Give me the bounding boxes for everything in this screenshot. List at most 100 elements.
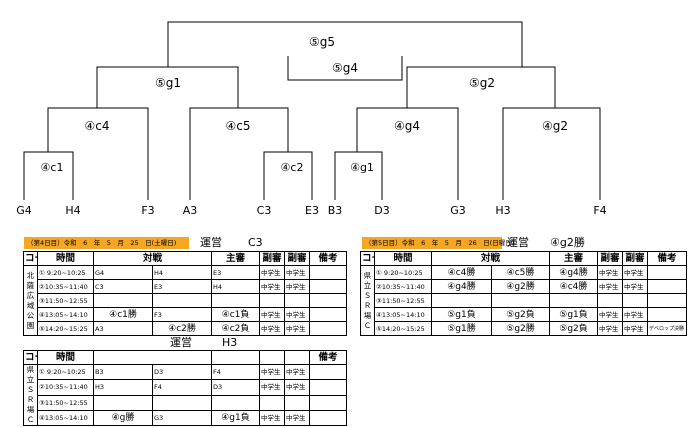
assistant-2-cell: 中学生 — [284, 265, 311, 280]
team-label: C3 — [256, 204, 272, 217]
assistant-1-cell: 中学生 — [259, 363, 285, 381]
bracket-line-q-left-2 — [189, 107, 289, 200]
col-match: 対戦 — [92, 251, 213, 266]
day4-field1-operation-value: C3 — [248, 236, 263, 249]
referee-cell: ④c4勝 — [549, 279, 599, 294]
venue-cell: 北薩広域公園 — [23, 265, 38, 336]
assistant-2-cell: 中学生 — [622, 279, 649, 294]
assistant-1-cell: 中学生 — [597, 307, 624, 322]
team-a-cell: ⑤g1勝 — [431, 321, 492, 336]
team-a-cell: G4 — [93, 265, 153, 280]
day5-header: （第5日目）令和 6 年 5 月 26 日(日曜日) — [362, 237, 514, 249]
table-row: ⑤14:20~15:25 A3 ④c2勝 ④c2負 中学生 中学生 — [24, 321, 348, 336]
team-a-cell: H3 — [93, 379, 153, 396]
note-cell — [309, 307, 348, 322]
bracket-line-q-left-1 — [47, 107, 149, 200]
team-a-cell — [431, 293, 492, 308]
col-assistant-1: 副審 — [259, 251, 286, 266]
match-q-right-1-label: ④g4 — [393, 119, 421, 133]
day4-field1-schedule-table: コート 時間 対戦 主審 副審 副審 備考 北薩広域公園 ① 9:20~10:2… — [23, 251, 348, 336]
day4-field2-schedule-table: コート 時間 備考 県立ＳＲ場Ｃ ① 9:20~10:25 B3 D3 F4 中… — [23, 350, 347, 427]
col-time: 時間 — [374, 251, 432, 266]
team-b-cell: F4 — [152, 379, 212, 396]
team-a-cell: ④c4勝 — [431, 265, 492, 280]
time-cell: ④13:05~14:10 — [374, 307, 432, 322]
match-r1-left-label: ④c1 — [40, 161, 64, 174]
time-cell: ⑤14:20~15:25 — [37, 321, 94, 336]
bracket-line-r1-left — [23, 151, 74, 200]
referee-cell — [211, 394, 260, 411]
col-time: 時間 — [37, 251, 94, 266]
team-label: H4 — [65, 204, 81, 217]
team-label: H3 — [495, 204, 511, 217]
table-row: ③11:50~12:55 — [24, 293, 348, 308]
team-a-cell: ④g4勝 — [431, 279, 492, 294]
team-b-cell: ④g2勝 — [490, 279, 551, 294]
assistant-2-cell — [622, 293, 649, 308]
team-a-cell: B3 — [93, 363, 153, 381]
team-b-cell: ④c2勝 — [151, 321, 213, 336]
assistant-1-cell: 中学生 — [259, 307, 286, 322]
referee-cell: F4 — [211, 363, 260, 381]
note-cell: デベロップ決勝 — [647, 321, 688, 336]
team-a-cell: A3 — [93, 321, 153, 336]
referee-cell: ④c2負 — [211, 321, 261, 336]
team-b-cell — [152, 394, 212, 411]
team-b-cell: ⑤g2負 — [490, 307, 551, 322]
table-header-row: コート 時間 対戦 主審 副審 副審 備考 — [360, 251, 688, 266]
team-label: B3 — [327, 204, 343, 217]
col-note: 備考 — [309, 251, 348, 266]
day4-field2-operation-label: 運営 — [170, 336, 192, 349]
assistant-2-cell: 中学生 — [622, 321, 649, 336]
team-a-cell — [93, 394, 153, 411]
table-row: ③11:50~12:55 — [361, 293, 688, 308]
day5-operation-label: 運営 — [507, 236, 529, 249]
team-label: D3 — [374, 204, 390, 217]
bracket-line-final — [167, 21, 523, 67]
note-cell — [309, 293, 348, 308]
day4-field1-operation-label: 運営 — [200, 236, 222, 249]
col-match — [93, 350, 212, 365]
team-b-cell: ④c5勝 — [490, 265, 551, 280]
col-note: 備考 — [309, 350, 347, 365]
note-cell — [647, 307, 688, 322]
assistant-2-cell: 中学生 — [284, 279, 311, 294]
assistant-2-cell: 中学生 — [284, 307, 311, 322]
match-semi-left-label: ⑤g1 — [154, 76, 182, 90]
time-cell: ⑤14:20~15:25 — [374, 321, 432, 336]
assistant-2-cell: 中学生 — [622, 307, 649, 322]
referee-cell: ⑤g1負 — [549, 307, 599, 322]
team-label: F4 — [593, 204, 607, 217]
team-a-cell: ④g勝 — [93, 409, 153, 427]
team-label: F3 — [141, 204, 155, 217]
time-cell: ① 9:20~10:25 — [374, 265, 432, 280]
bracket-line-third-place — [287, 56, 403, 81]
assistant-2-cell — [284, 394, 310, 411]
team-b-cell: E3 — [151, 279, 213, 294]
note-cell — [309, 279, 348, 294]
time-cell: ②10:35~11:40 — [37, 279, 94, 294]
time-cell: ②10:35~11:40 — [37, 379, 94, 396]
col-court: コート — [23, 251, 38, 266]
assistant-1-cell: 中学生 — [259, 379, 285, 396]
col-assistant-1: 副審 — [597, 251, 624, 266]
note-cell — [309, 394, 347, 411]
team-b-cell: ⑤g2勝 — [490, 321, 551, 336]
referee-cell: ⑤g2負 — [549, 321, 599, 336]
match-final-label: ⑤g5 — [308, 35, 336, 49]
assistant-2-cell: 中学生 — [284, 379, 310, 396]
assistant-2-cell: 中学生 — [622, 265, 649, 280]
match-third-place-label: ⑤g4 — [331, 61, 359, 75]
table-row: 県立ＳＲ場Ｃ ① 9:20~10:25 B3 D3 F4 中学生 中学生 — [23, 363, 347, 426]
match-r1-mid-label: ④c2 — [280, 161, 304, 174]
team-b-cell: F3 — [151, 307, 213, 322]
team-b-cell — [151, 293, 213, 308]
referee-cell: D3 — [211, 379, 260, 396]
table-row: ②10:35~11:40 ④g4勝 ④g2勝 ④c4勝 中学生 中学生 — [361, 279, 688, 294]
note-cell — [309, 265, 348, 280]
team-a-cell: ⑤g1負 — [431, 307, 492, 322]
assistant-1-cell: 中学生 — [597, 321, 624, 336]
assistant-1-cell — [259, 293, 286, 308]
time-cell: ③11:50~12:55 — [374, 293, 432, 308]
table-row: ②10:35~11:40 H3 F4 D3 中学生 中学生 — [24, 379, 347, 396]
